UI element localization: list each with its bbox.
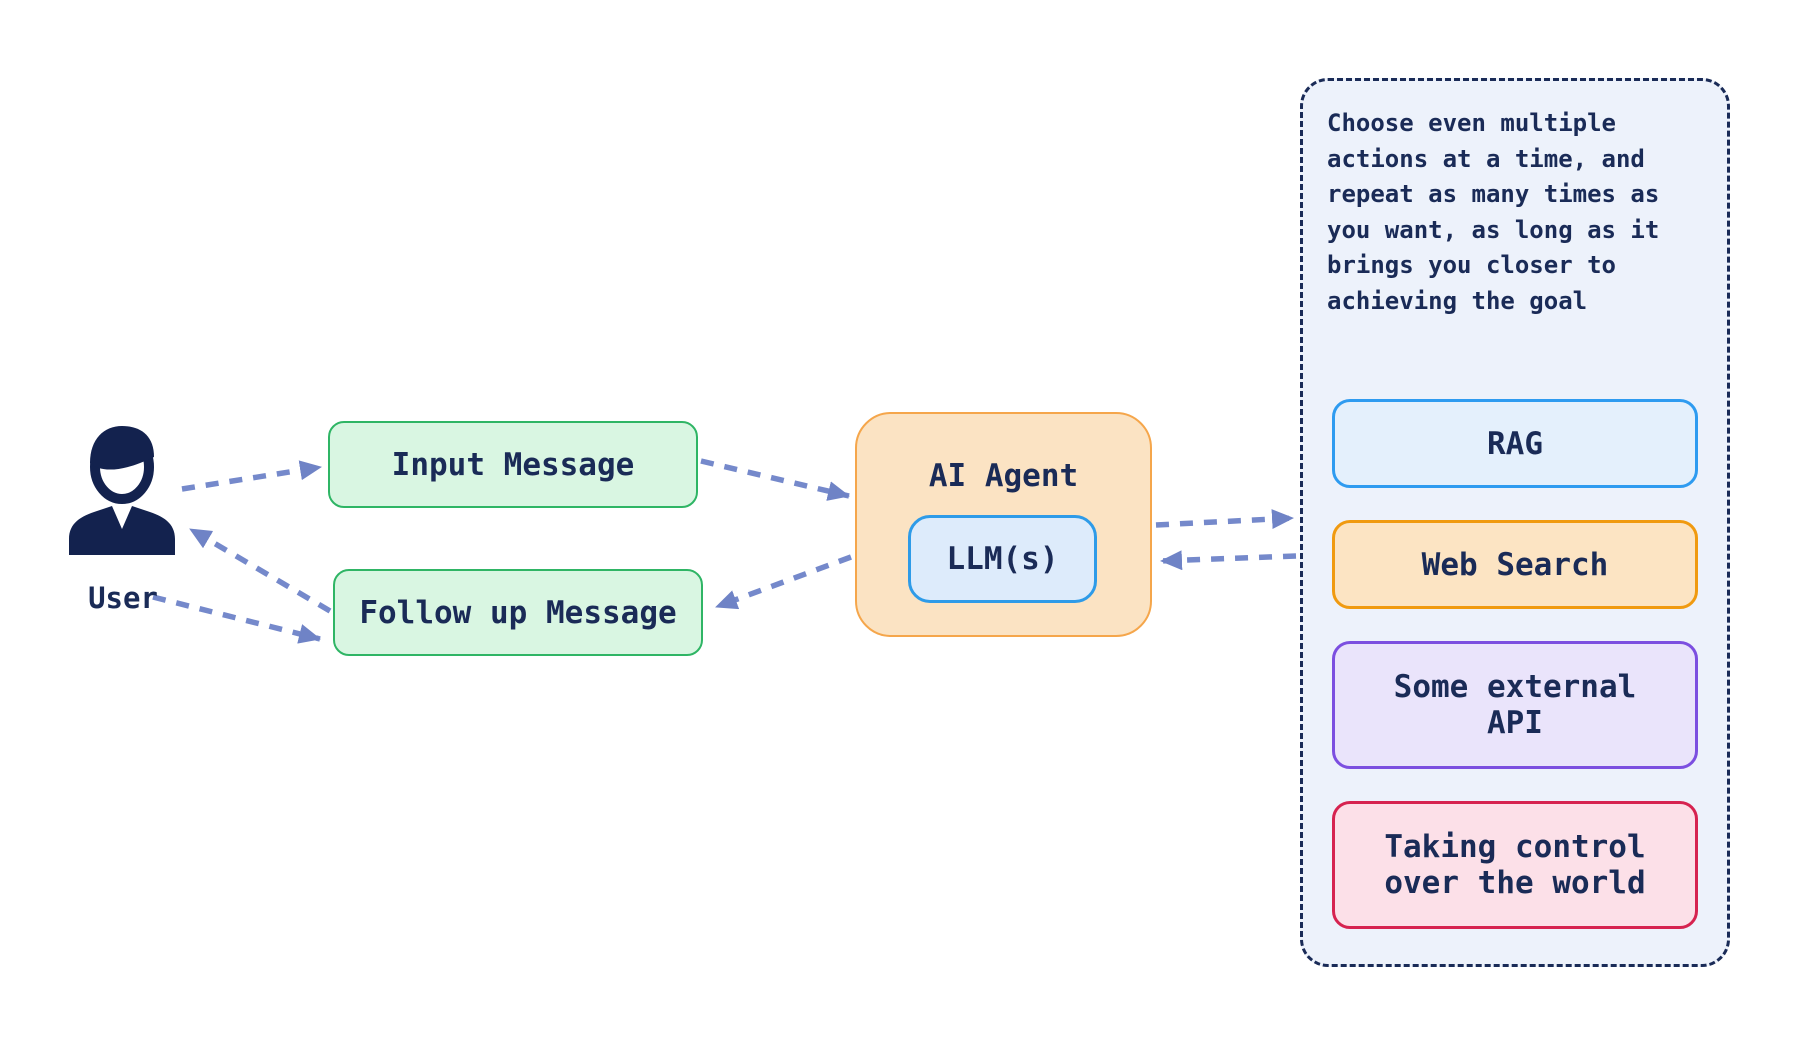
node-llm: LLM(s) [908,515,1097,603]
panel-item-world-control: Taking control over the world [1332,801,1698,929]
arrow-panel-to-agent [1160,550,1297,571]
arrow-follow-to-user [188,526,332,614]
arrow-agent-to-panel [1155,509,1294,530]
arrow-user-to-input [181,460,322,492]
panel-item-rag: RAG [1332,399,1698,488]
panel-item-web-search: Web Search [1332,520,1698,609]
ai-agent-label: AI Agent [928,458,1079,494]
panel-note: Choose even multiple actions at a time, … [1327,109,1660,315]
node-follow-up-message: Follow up Message [333,569,703,656]
user-label: User [88,581,158,615]
arrow-input-to-agent [700,458,850,501]
node-input-message: Input Message [328,421,698,508]
panel-item-external-api: Some external API [1332,641,1698,769]
arrow-agent-to-follow [715,554,852,610]
user-icon [69,426,175,555]
